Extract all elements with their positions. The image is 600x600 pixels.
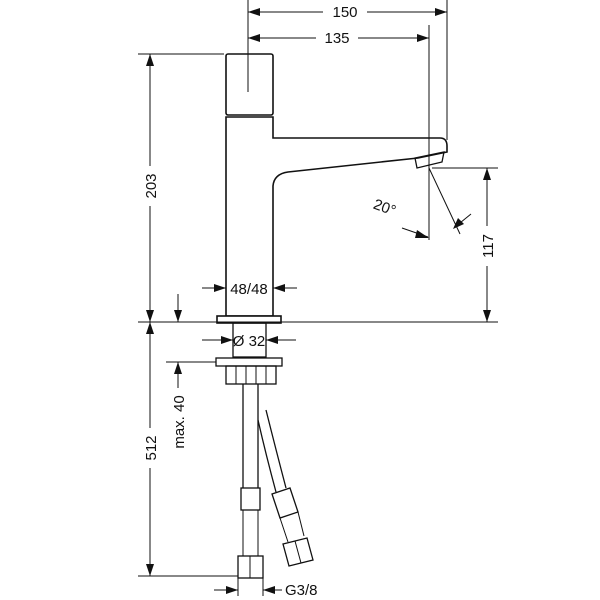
dimension-total-height: 203	[138, 53, 224, 322]
hose-nut-right	[282, 537, 314, 567]
mounting-assembly	[215, 322, 314, 579]
dimension-label-angle: 20°	[371, 196, 398, 220]
fixing-nut	[225, 365, 277, 385]
dimension-hole-diameter: Ø 32	[202, 333, 296, 350]
faucet-body	[216, 53, 448, 324]
dimension-label-203: 203	[143, 173, 160, 198]
dimension-total-reach: 150	[247, 0, 448, 140]
dimension-hose-length: 512	[138, 322, 238, 577]
dimension-body-size: 48/48	[202, 281, 297, 298]
hose-crimp-left	[240, 487, 261, 511]
dimension-spray-angle: 20°	[371, 167, 472, 238]
aerator	[414, 151, 445, 169]
dimension-spout-reach: 135	[248, 25, 430, 240]
hose-crimp-right	[271, 487, 299, 519]
dimension-label-117: 117	[480, 234, 497, 258]
dimension-label-32: Ø 32	[233, 333, 266, 350]
supply-hose-bent	[257, 409, 287, 493]
supply-hose-straight	[242, 384, 259, 488]
dimension-label-135: 135	[324, 30, 349, 47]
dimension-thread: G3/8	[214, 578, 318, 599]
dimension-label-150: 150	[332, 4, 357, 21]
dimension-label-max-40: max. 40	[171, 395, 188, 448]
dimension-spout-height: 117	[432, 167, 498, 322]
faucet-handle	[225, 53, 274, 116]
washer	[215, 357, 283, 367]
dimension-label-512: 512	[143, 435, 160, 460]
dimension-max-thickness: max. 40	[166, 294, 216, 449]
dimension-label-g3-8: G3/8	[285, 582, 318, 599]
dimension-label-48-48: 48/48	[230, 281, 268, 298]
